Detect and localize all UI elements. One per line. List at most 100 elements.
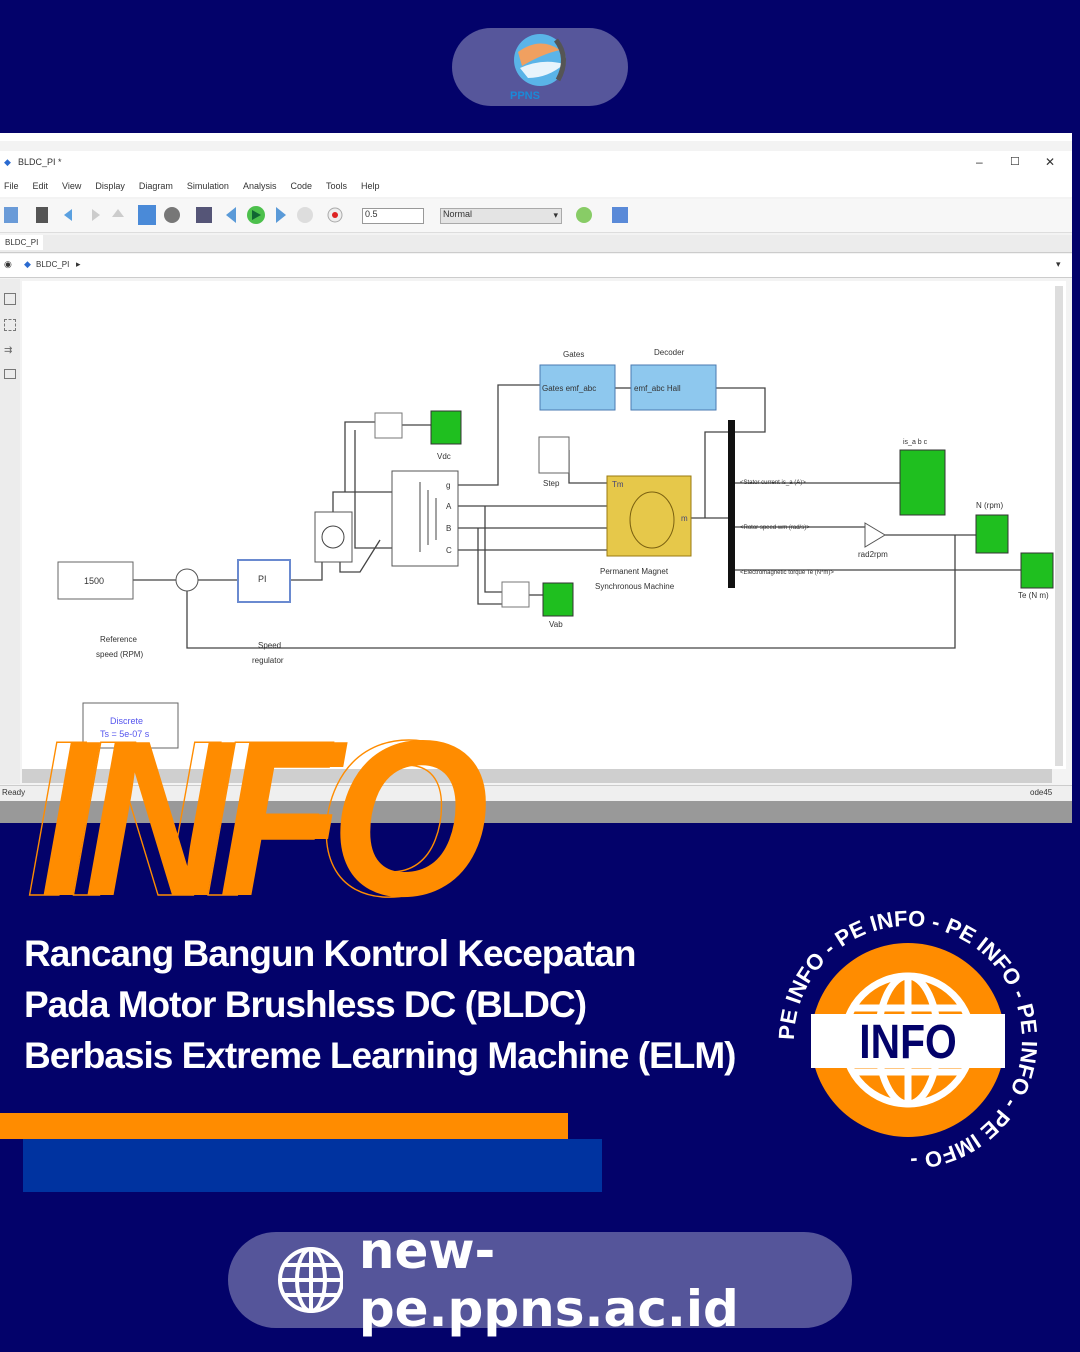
headline-line: Rancang Bangun Kontrol Kecepatan (24, 933, 636, 974)
signal-label: <Electromagnetic torque Te (N*m)> (740, 570, 834, 576)
minimize-button[interactable]: – (976, 155, 983, 169)
hide-browser-icon[interactable]: ◉ (4, 259, 12, 269)
powergui-label: Ts = 5e-07 s (100, 729, 150, 739)
up-icon[interactable] (112, 209, 124, 217)
fit-view-icon[interactable] (4, 319, 16, 331)
menu-edit[interactable]: Edit (32, 181, 49, 191)
vertical-scrollbar[interactable] (1055, 286, 1063, 766)
pe-info-badge: PE INFO - PE INFO - PE INFO - PE INFO - … (778, 910, 1038, 1170)
signal-lines (133, 384, 1021, 649)
arrow-icon[interactable]: ⇉ (4, 345, 13, 356)
menu-tools[interactable]: Tools (325, 181, 347, 191)
menu-bar: File Edit View Display Diagram Simulatio… (0, 175, 1072, 197)
chevron-down-icon[interactable]: ▾ (1056, 259, 1061, 269)
step-back-icon[interactable] (226, 207, 236, 223)
tab-bldc-pi[interactable]: BLDC_PI (0, 235, 44, 250)
breadcrumb-item[interactable]: BLDC_PI (36, 260, 70, 269)
status-bar: Ready ode45 (0, 785, 1072, 801)
model-explorer-icon[interactable] (196, 207, 212, 223)
speed-label: Speed (258, 641, 281, 650)
port-label: A (446, 502, 452, 511)
model-canvas[interactable] (22, 281, 1066, 769)
scope-icon[interactable] (612, 207, 628, 223)
inverter-block[interactable] (391, 470, 459, 567)
sum-block[interactable] (175, 568, 199, 592)
voltage-measure-block[interactable] (501, 581, 530, 608)
close-button[interactable]: ✕ (1045, 155, 1056, 169)
voltage-source-block[interactable] (314, 511, 353, 563)
signal-label: <Stator current is_a (A)> (740, 480, 806, 486)
menu-analysis[interactable]: Analysis (242, 181, 277, 191)
stop-time-input[interactable]: 0.5 (362, 208, 424, 224)
block-label: Step (543, 479, 560, 488)
pmsm-block[interactable] (606, 475, 692, 557)
vdc-scope[interactable] (430, 410, 462, 445)
port-label: Tm (612, 480, 624, 489)
title-bar: ◆ BLDC_PI * – ☐ ✕ (0, 151, 1072, 175)
maximize-button[interactable]: ☐ (1010, 156, 1020, 168)
step-block[interactable] (538, 436, 570, 474)
back-icon[interactable] (64, 209, 72, 221)
menu-file[interactable]: File (4, 181, 19, 191)
solver-text: ode45 (1030, 788, 1053, 797)
constant-block[interactable] (57, 561, 134, 600)
powergui-label: Discrete (110, 716, 143, 726)
website-url[interactable]: new-pe.ppns.ac.id (358, 1222, 739, 1338)
speed-label: regulator (252, 656, 284, 665)
toolbar: 0.5 Normal▾ (0, 199, 1072, 233)
port-label: m (681, 514, 688, 523)
window-title: BLDC_PI * (18, 157, 62, 167)
powergui-block[interactable] (82, 702, 179, 749)
ppns-logo-icon: PPNS (510, 34, 566, 102)
annotation-icon[interactable] (4, 369, 16, 379)
menu-simulation[interactable]: Simulation (186, 181, 229, 191)
headline: Rancang Bangun Kontrol Kecepatan Pada Mo… (24, 928, 784, 1081)
menu-diagram[interactable]: Diagram (138, 181, 173, 191)
forward-icon[interactable] (92, 209, 100, 221)
torque-scope[interactable] (1020, 552, 1054, 589)
save-icon[interactable] (36, 207, 48, 223)
stop-icon[interactable] (297, 207, 313, 223)
port-label: C (446, 546, 452, 555)
block-diagram: 1500 Reference speed (RPM) PI Speed regu… (57, 348, 1054, 749)
menu-code[interactable]: Code (290, 181, 312, 191)
menu-display[interactable]: Display (95, 181, 125, 191)
pi-label: PI (258, 574, 267, 584)
horizontal-scrollbar[interactable] (22, 769, 1052, 783)
scope-label: Te (N m) (1018, 591, 1049, 600)
record-icon[interactable] (332, 212, 338, 218)
menu-help[interactable]: Help (361, 181, 380, 191)
port-label: B (446, 524, 451, 533)
gates-block[interactable] (539, 364, 616, 411)
block-label: Permanent Magnet (600, 567, 669, 576)
headline-line: Pada Motor Brushless DC (BLDC) (24, 984, 587, 1025)
decoder-block[interactable] (630, 364, 717, 411)
settings-gear-icon[interactable] (164, 207, 180, 223)
bus-selector[interactable] (728, 420, 735, 588)
sim-mode-value: Normal (443, 209, 473, 219)
zoom-icon[interactable] (4, 293, 16, 305)
logo-text: PPNS (510, 90, 540, 102)
speed-scope[interactable] (975, 514, 1009, 554)
website-pill[interactable]: new-pe.ppns.ac.id (228, 1222, 852, 1338)
gain-block[interactable] (864, 522, 886, 548)
block-label: rad2rpm (858, 550, 888, 559)
menu-view[interactable]: View (62, 181, 82, 191)
scope-label: N (rpm) (976, 501, 1003, 510)
block-label: Synchronous Machine (595, 582, 675, 591)
model-icon: ◆ (24, 259, 31, 269)
new-model-icon[interactable] (4, 207, 18, 223)
simulink-screenshot: ◆ BLDC_PI * – ☐ ✕ File Edit View Display… (0, 133, 1072, 823)
current-scope[interactable] (899, 449, 946, 516)
ref-label: speed (RPM) (96, 650, 143, 659)
port-label: emf_abc Hall (634, 384, 681, 393)
sim-mode-select[interactable]: Normal▾ (440, 208, 562, 224)
headline-line: Berbasis Extreme Learning Machine (ELM) (24, 1035, 736, 1076)
badge-center-text: INFO (859, 1016, 956, 1069)
library-icon[interactable] (138, 205, 156, 225)
check-icon[interactable] (576, 207, 592, 223)
voltage-measure-block[interactable] (374, 412, 403, 439)
vab-scope[interactable] (542, 582, 574, 617)
step-forward-icon[interactable] (276, 207, 286, 223)
pi-controller-block[interactable] (237, 559, 291, 603)
